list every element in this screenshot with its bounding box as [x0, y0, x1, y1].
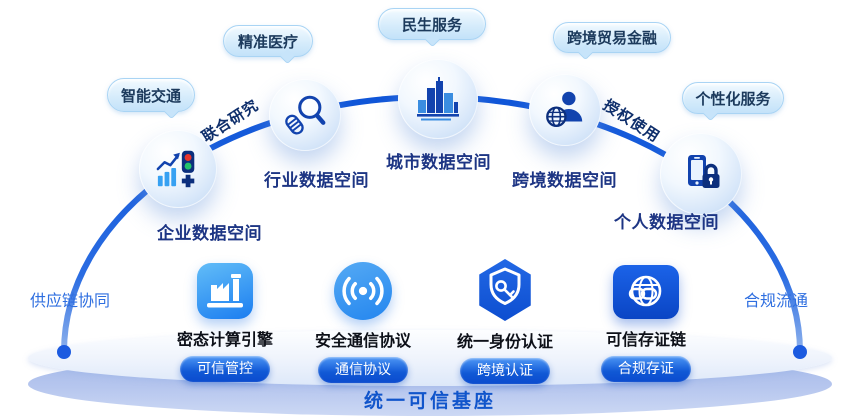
dna-magnifier-icon [285, 95, 326, 135]
person-globe-icon [546, 91, 583, 127]
arc-endpoint-right-dot [793, 345, 807, 359]
bubble-livelihood-services: 民生服务 [378, 8, 486, 48]
engine-unified-identity: 统一身份认证 跨境认证 [430, 259, 580, 384]
engine-tag-pill: 合规存证 [601, 356, 691, 382]
signal-icon [334, 262, 392, 320]
engine-tag-pill: 通信协议 [318, 357, 408, 383]
bubble-precision-medicine: 精准医疗 [223, 25, 313, 65]
node-enterprise-ball [139, 130, 217, 208]
engine-label: 安全通信协议 [314, 333, 411, 350]
bubble-cross-border-trade-finance: 跨境贸易金融 [553, 22, 671, 61]
city-skyline-icon [417, 77, 459, 121]
engine-label: 密态计算引擎 [176, 332, 273, 349]
base-title: 统一可信基座 [363, 391, 496, 412]
node-personal-ball [660, 133, 742, 215]
engine-trusted-evidence-chain: 可信存证链 合规存证 [571, 265, 721, 382]
engine-confidential-computing: 密态计算引擎 可信管控 [150, 263, 300, 382]
node-label-enterprise: 企业数据空间 [157, 224, 262, 243]
side-label-compliant-circulation: 合规流通 [744, 293, 809, 310]
platform-top-surface [28, 330, 832, 386]
node-cross-border-ball [529, 74, 601, 146]
engine-secure-communication: 安全通信协议 通信协议 [288, 262, 438, 383]
node-industry-ball [269, 79, 341, 151]
node-label-cross-border: 跨境数据空间 [512, 171, 617, 190]
chart-traffic-light-icon [156, 150, 195, 188]
engine-label: 可信存证链 [605, 332, 686, 349]
engine-tag-pill: 跨境认证 [460, 358, 550, 384]
bubble-label: 精准医疗 [237, 33, 298, 51]
node-label-personal: 个人数据空间 [614, 213, 719, 232]
node-city-ball [398, 59, 478, 139]
engine-label: 统一身份认证 [456, 334, 553, 351]
bubble-label: 民生服务 [401, 16, 462, 34]
bubble-smart-traffic: 智能交通 [107, 78, 195, 120]
phone-lock-icon [688, 155, 720, 188]
bubble-label: 个性化服务 [695, 90, 771, 108]
node-label-industry: 行业数据空间 [264, 171, 369, 190]
bubble-label: 智能交通 [120, 87, 181, 105]
shield-key-icon [479, 259, 531, 321]
node-label-city: 城市数据空间 [386, 153, 491, 172]
side-label-supply-chain: 供应链协同 [30, 293, 111, 310]
bubble-label: 跨境贸易金融 [566, 30, 657, 47]
factory-icon [197, 263, 253, 319]
bubble-personalized-services: 个性化服务 [682, 82, 784, 122]
engine-tag-pill: 可信管控 [180, 356, 270, 382]
globe-chain-icon [613, 265, 679, 319]
arc-endpoint-left-dot [57, 345, 71, 359]
